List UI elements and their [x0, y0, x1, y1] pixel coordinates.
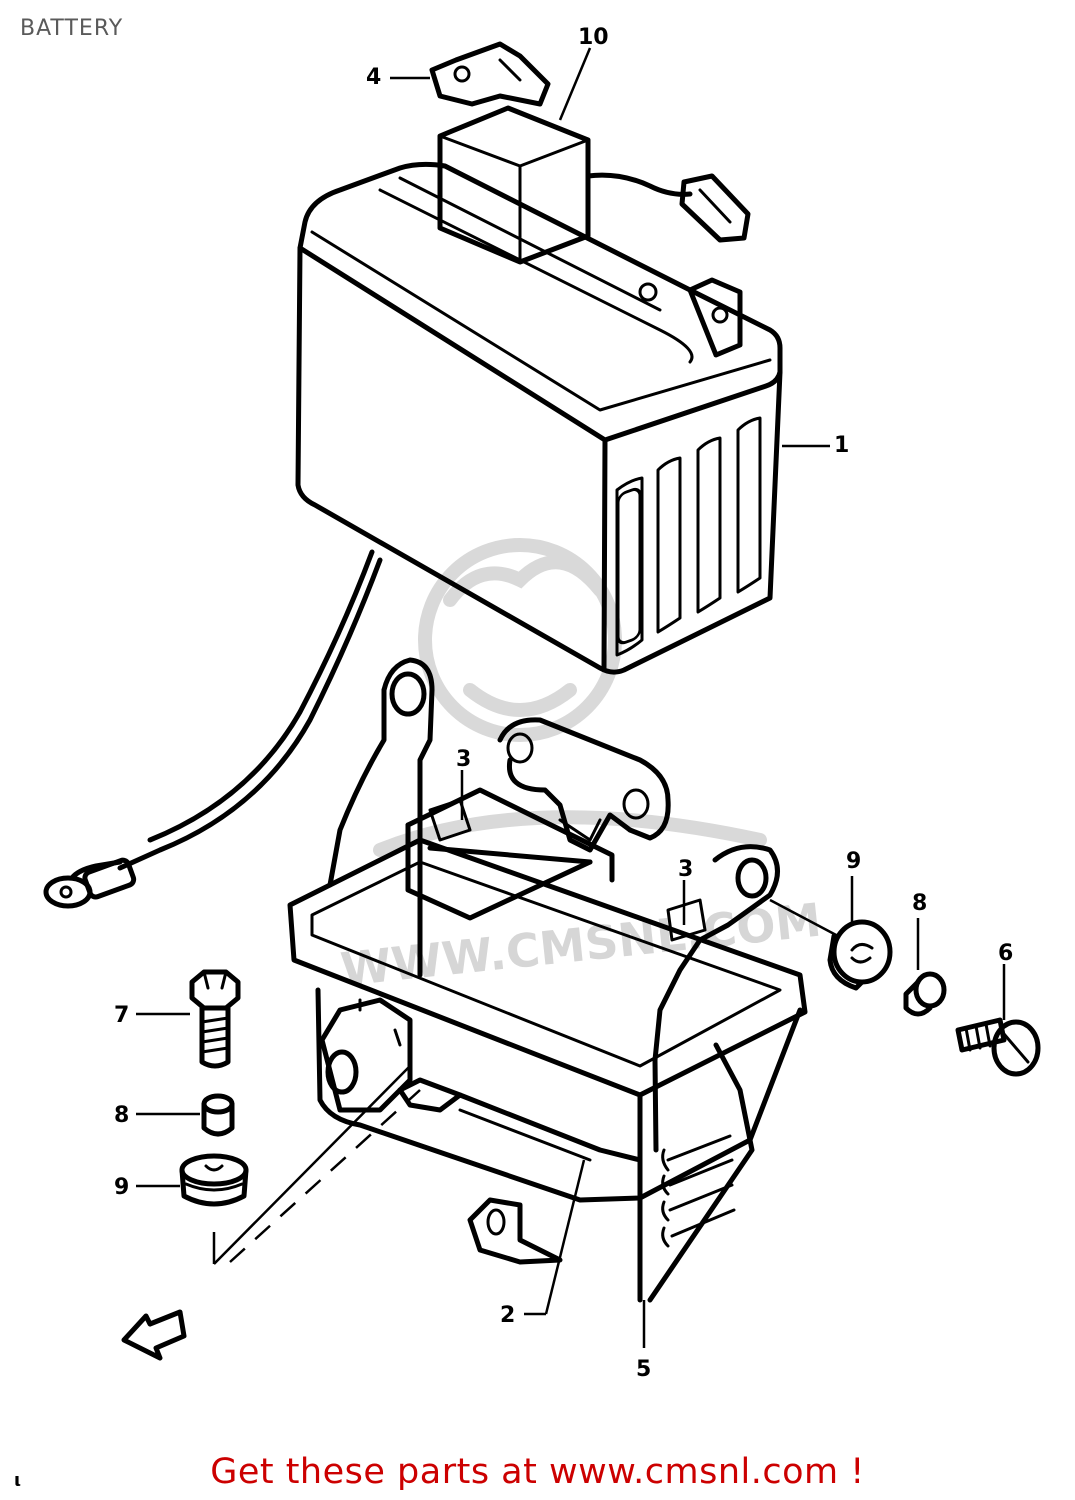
relay-box: [437, 105, 751, 265]
callout-5: 5: [636, 1357, 651, 1382]
callout-1: 1: [834, 433, 849, 458]
callout-3-right: 3: [678, 857, 693, 882]
callout-4: 4: [366, 65, 381, 90]
cross-strap: [497, 717, 671, 853]
battery-tray: [287, 837, 808, 1303]
callout-2: 2: [500, 1303, 515, 1328]
callout-10: 10: [578, 25, 609, 50]
callout-9-left: 9: [114, 1175, 129, 1200]
watermark-logo: WWW.CMSNL.COM: [338, 538, 824, 997]
grommet-9-left: [179, 1153, 249, 1207]
corner-mark: ι: [14, 1470, 22, 1491]
screw-6: [955, 1017, 1041, 1077]
callout-3-left: 3: [456, 747, 471, 772]
callout-7: 7: [114, 1003, 129, 1028]
callouts: 4 10 1 3 3 9 8 6 7 8 9 2 5: [114, 25, 1013, 1382]
callout-8-right: 8: [912, 891, 927, 916]
collar-8-right: [903, 971, 947, 1017]
battery-holder: [327, 657, 780, 1153]
page-title: BATTERY: [20, 16, 124, 41]
battery: [43, 161, 783, 909]
callout-6: 6: [998, 941, 1013, 966]
grommet-9-right: [827, 919, 893, 991]
promo-link[interactable]: Get these parts at www.cmsnl.com !: [210, 1452, 865, 1492]
callout-9-right: 9: [846, 849, 861, 874]
collar-8-left: [201, 1093, 235, 1137]
bracket-4: [429, 41, 551, 107]
callout-8-left: 8: [114, 1103, 129, 1128]
bolt-7: [189, 969, 241, 1069]
leader-lines: [136, 47, 1006, 1348]
forward-direction-arrow: FWD: [121, 1309, 187, 1361]
